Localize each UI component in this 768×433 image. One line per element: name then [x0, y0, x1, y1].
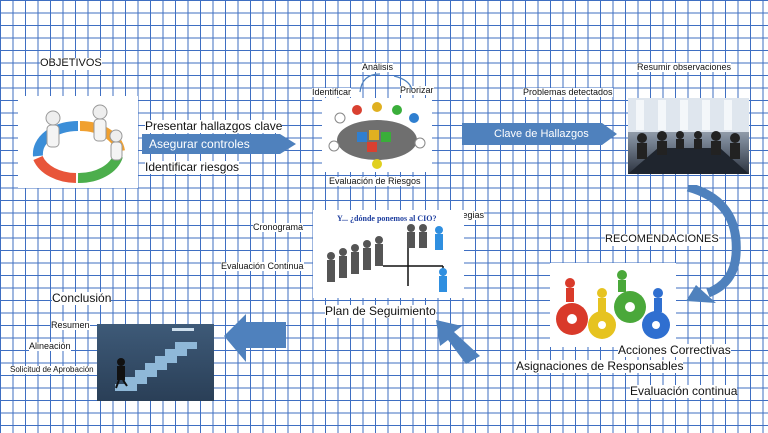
hallazgos-arrow	[462, 122, 618, 146]
evaluacion-continua-seguimiento-label: Evaluación Continua	[221, 261, 304, 272]
asignaciones-responsables-label: Asignaciones de Responsables	[516, 359, 684, 373]
priorizar-label: Priorizar	[400, 85, 434, 96]
alineacion-label: Alineación	[29, 341, 71, 352]
plan-seguimiento-title: Plan de Seguimiento	[325, 304, 436, 318]
objetivo-item-2: Asegurar controles	[149, 137, 250, 151]
objetivo-item-3: Identificar riesgos	[145, 160, 240, 174]
org-chart-people-image: Y... ¿dónde ponemos al CIO?	[313, 210, 464, 298]
analisis-label: Análisis	[362, 62, 394, 73]
evaluacion-riesgos-caption: Evaluación de Riesgos	[329, 176, 421, 187]
objetivo-highlight-arrow	[142, 133, 297, 155]
resumen-label: Resumen	[51, 320, 90, 331]
problemas-detectados-label: Problemas detectados	[523, 87, 613, 98]
solicitud-aprobacion-label: Solicitud de Aprobación	[10, 365, 94, 375]
gears-team-image	[550, 263, 676, 347]
acciones-correctivas-label: Acciones Correctivas	[618, 343, 731, 357]
identificar-label: Identificar	[312, 87, 352, 98]
cronograma-label: Cronograma	[253, 222, 304, 233]
objetivos-title: OBJETIVOS	[40, 57, 102, 70]
cio-banner-text: Y... ¿dónde ponemos al CIO?	[337, 214, 437, 223]
evaluacion-continua-label: Evaluación continua	[630, 384, 738, 398]
career-stairs-image	[97, 324, 214, 401]
risk-meeting-image	[322, 98, 432, 172]
hallazgos-arrow-label: Clave de Hallazgos	[494, 128, 589, 140]
conclusion-title: Conclusión	[52, 291, 112, 305]
resumir-observaciones-label: Resumir observaciones	[637, 62, 732, 73]
recomendaciones-title: RECOMENDACIONES	[605, 233, 719, 246]
arrow-to-plan	[436, 320, 480, 364]
arrow-to-conclusion	[224, 314, 286, 362]
boardroom-image	[628, 98, 749, 174]
evaluation-cycle-arrows	[359, 73, 413, 93]
curved-down-arrow	[686, 185, 741, 303]
team-cycle-image	[18, 96, 138, 188]
objetivo-item-1: Presentar hallazgos clave	[145, 119, 283, 133]
